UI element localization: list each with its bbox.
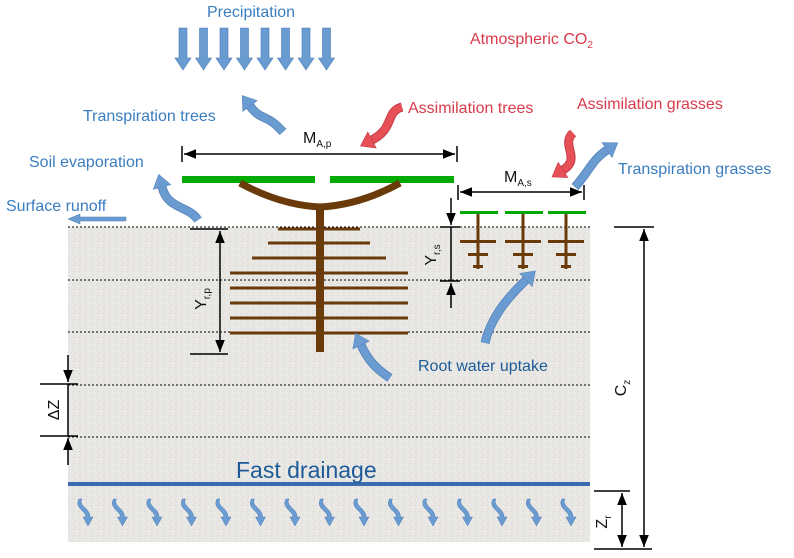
- tree-crown-branches: [238, 179, 402, 211]
- yr-p-main: Y: [193, 299, 210, 310]
- dimension-ma-s: [457, 185, 585, 200]
- zr-main: Z: [594, 518, 611, 529]
- drainage-arrow-icon: [560, 498, 577, 527]
- transpiration-trees-arrow-icon: [241, 95, 287, 136]
- zr-sub: r: [603, 515, 614, 519]
- fast-drainage-label: Fast drainage: [236, 457, 377, 483]
- dimension-zr: [594, 490, 630, 547]
- ma-p-symbol: MA,p: [303, 130, 331, 154]
- precipitation-arrows: [174, 27, 336, 71]
- zr-symbol: Zr: [594, 507, 614, 537]
- precipitation-arrow-icon: [235, 27, 254, 71]
- precipitation-arrow-icon: [215, 27, 233, 71]
- tree-roots: [230, 227, 408, 335]
- assimilation-trees-label: Assimilation trees: [408, 100, 534, 117]
- precipitation-arrow-icon: [317, 27, 336, 71]
- dimension-ma-p: [181, 146, 458, 162]
- drainage-arrow-icon: [146, 498, 163, 527]
- cz-sub: z: [622, 379, 633, 385]
- transpiration-grasses-arrow-icon: [571, 142, 619, 190]
- drainage-arrow-icon: [457, 498, 473, 527]
- drainage-arrow-icon: [284, 498, 301, 527]
- dimension-cz: [594, 226, 654, 550]
- drainage-arrow-icon: [215, 498, 232, 527]
- cz-main: C: [613, 384, 630, 397]
- transpiration-grasses-label: Transpiration grasses: [618, 161, 772, 178]
- surface-runoff-arrow: [67, 213, 127, 225]
- soil-evaporation-label: Soil evaporation: [29, 154, 144, 171]
- drainage-arrow-icon: [353, 498, 370, 527]
- dimension-delta-z: [40, 355, 78, 465]
- delta-z-symbol: ΔZ: [46, 399, 63, 421]
- yr-p-sub: r,p: [202, 288, 213, 300]
- yr-s-main: Y: [423, 254, 440, 266]
- drainage-arrow-icon: [77, 498, 94, 527]
- tree-canopy-right: [330, 176, 454, 183]
- soil-evaporation-arrow-icon: [152, 173, 202, 223]
- drainage-arrow-icon: [526, 498, 542, 527]
- precipitation-arrow-icon: [174, 27, 192, 71]
- root-water-uptake-arrow-icon: [352, 332, 393, 382]
- precipitation-arrow-icon: [276, 27, 295, 71]
- flux-arrows: [152, 95, 619, 382]
- root-water-uptake-label: Root water uptake: [418, 358, 548, 375]
- ma-p-main: M: [303, 130, 317, 147]
- grass-plant: [548, 211, 586, 269]
- co2-text: Atmospheric CO: [470, 31, 588, 48]
- precipitation-arrow-icon: [194, 27, 213, 71]
- grass-plant: [460, 211, 498, 269]
- drainage-arrow-icon: [422, 498, 439, 527]
- precipitation-arrow-icon: [256, 27, 274, 71]
- root-water-uptake-grasses-arrow-icon: [480, 270, 536, 345]
- ma-s-symbol: MA,s: [504, 169, 532, 193]
- ma-s-main: M: [504, 169, 518, 186]
- yr-s-symbol: Yr,s: [423, 235, 443, 275]
- precipitation-arrow-icon: [297, 27, 315, 71]
- grass-plants: [460, 211, 586, 269]
- drainage-arrow-icon: [319, 498, 335, 527]
- surface-runoff-label: Surface runoff: [6, 198, 107, 215]
- yr-p-symbol: Yr,p: [193, 279, 213, 319]
- dimension-yr-p: [190, 228, 228, 355]
- drainage-arrow-icon: [250, 498, 266, 527]
- atmospheric-co2-label: Atmospheric CO2: [470, 31, 593, 55]
- cz-symbol: Cz: [613, 373, 633, 403]
- tree-canopy-left: [182, 176, 315, 183]
- yr-s-sub: r,s: [432, 244, 443, 255]
- drainage-arrow-icon: [388, 498, 404, 527]
- co2-subscript: 2: [587, 40, 593, 51]
- drainage-arrow-icon: [491, 498, 508, 527]
- assimilation-grasses-arrow-icon: [551, 129, 577, 178]
- tree-trunk: [316, 205, 324, 352]
- drainage-arrows: [77, 498, 577, 527]
- precipitation-label: Precipitation: [207, 4, 296, 21]
- assimilation-trees-arrow-icon: [360, 102, 404, 149]
- grass-plant: [505, 211, 543, 269]
- drainage-arrow-icon: [181, 498, 197, 527]
- ma-s-sub: A,s: [517, 178, 532, 189]
- drainage-arrow-icon: [112, 498, 128, 527]
- ma-p-sub: A,p: [316, 139, 332, 150]
- dimension-yr-s: [440, 198, 460, 308]
- transpiration-trees-label: Transpiration trees: [83, 108, 216, 125]
- assimilation-grasses-label: Assimilation grasses: [577, 96, 723, 113]
